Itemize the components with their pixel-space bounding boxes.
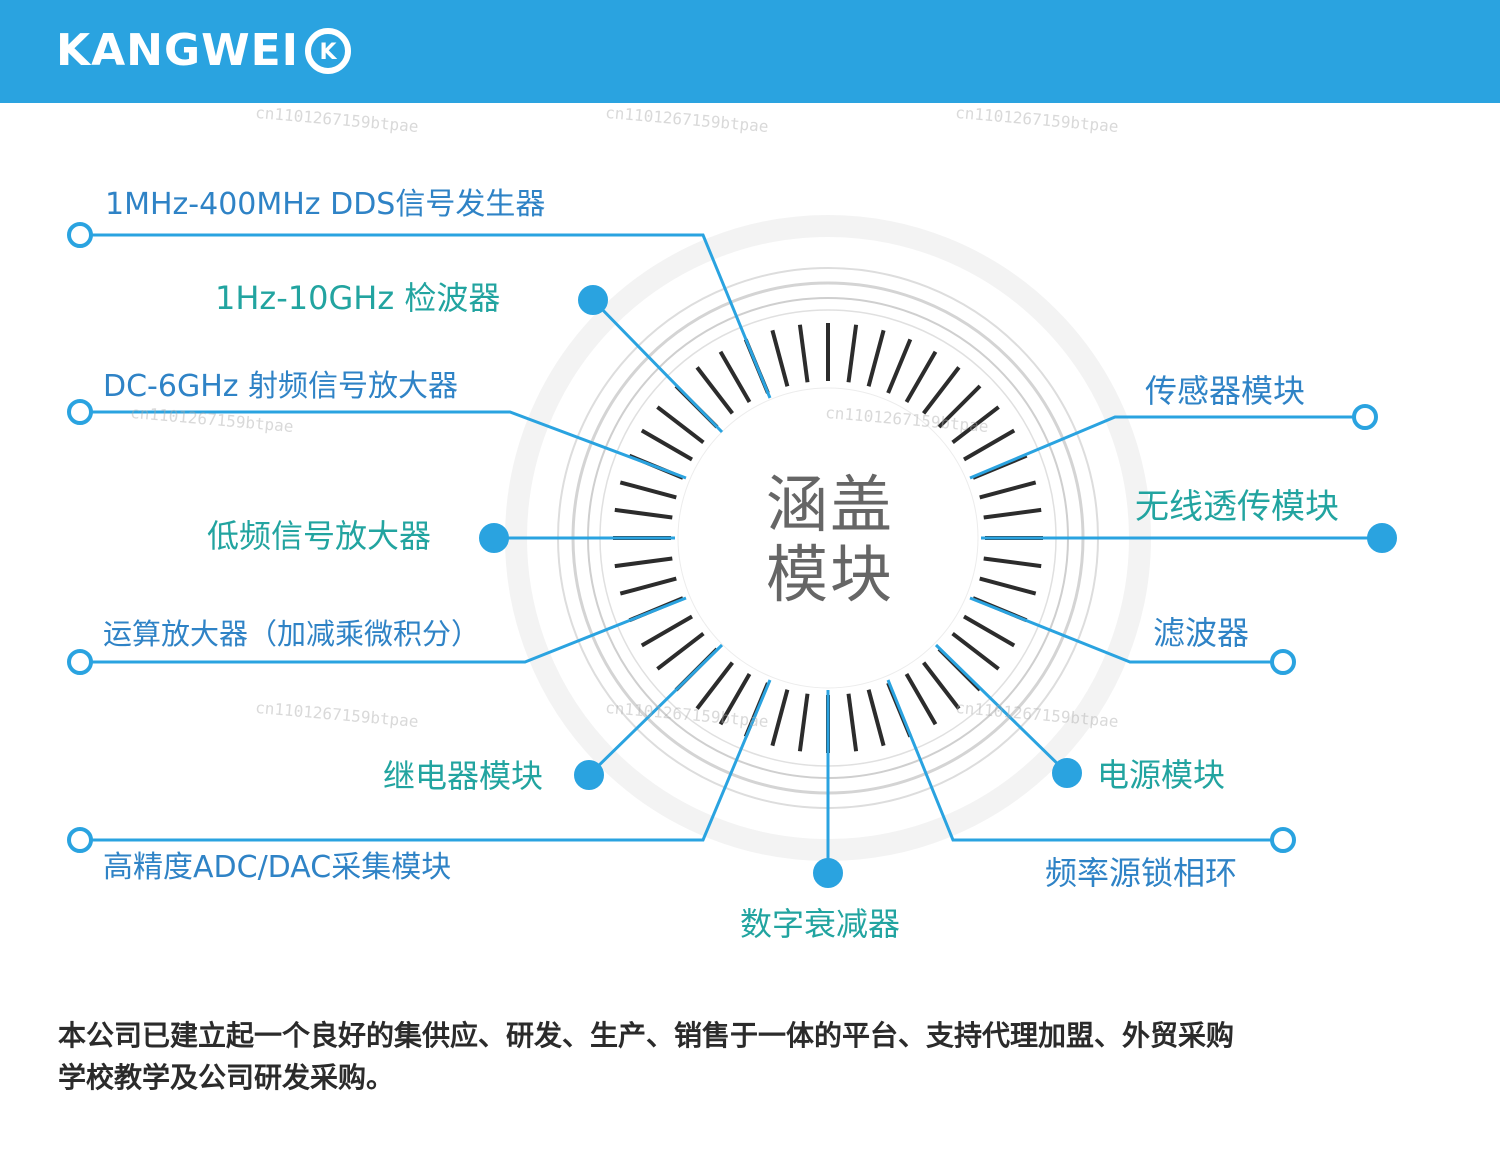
tick-mark <box>718 672 752 726</box>
tick-mark <box>614 507 673 520</box>
endpoint-lf-amp-dot <box>479 523 509 553</box>
endpoint-relay-dot <box>574 760 604 790</box>
label-lf-amp: 低频信号放大器 <box>207 517 432 555</box>
tick-mark <box>770 689 790 747</box>
module-diagram <box>67 215 1397 888</box>
endpoint-wireless-dot <box>1367 523 1397 553</box>
tick-mark <box>951 405 1000 444</box>
connector-filter <box>969 596 1283 664</box>
label-adc-dac: 高精度ADC/DAC采集模块 <box>103 850 452 885</box>
label-detector: 1Hz-10GHz 检波器 <box>215 279 501 317</box>
label-rf-amp: DC-6GHz 射频信号放大器 <box>103 369 459 404</box>
description-line2: 学校教学及公司研发采购。 <box>58 1061 395 1094</box>
label-dds: 1MHz-400MHz DDS信号发生器 <box>105 187 546 222</box>
label-relay: 继电器模块 <box>383 757 544 795</box>
label-opamp: 运算放大器（加减乘微积分） <box>103 617 481 651</box>
endpoint-opamp-ring <box>67 649 93 675</box>
tick-mark <box>718 350 752 404</box>
tick-mark <box>886 338 913 394</box>
tick-mark <box>922 366 961 415</box>
tick-mark <box>866 689 886 747</box>
tick-mark <box>656 405 705 444</box>
tick-mark <box>904 672 938 726</box>
tick-mark <box>614 556 673 569</box>
tick-mark <box>983 507 1042 520</box>
connector-adc-dac <box>80 679 772 842</box>
endpoint-adc-dac-ring <box>67 827 93 853</box>
tick-mark <box>866 329 886 387</box>
connector-rf-amp <box>80 410 687 480</box>
tick-mark <box>619 576 677 596</box>
tick-mark <box>695 661 734 710</box>
center-title-line1: 涵盖 <box>765 468 894 541</box>
tick-mark <box>619 480 677 500</box>
tick-mark <box>797 693 810 752</box>
endpoint-rf-amp-ring <box>67 399 93 425</box>
connector-endpoints <box>67 222 1397 888</box>
endpoint-filter-ring <box>1270 649 1296 675</box>
connector-opamp <box>80 596 687 664</box>
tick-mark <box>640 428 694 462</box>
connector-relay <box>587 643 724 777</box>
brand-logo: KANGWEI K <box>56 26 353 76</box>
center-title: 涵盖 模块 <box>760 470 900 610</box>
tick-mark <box>951 632 1000 671</box>
endpoint-pll-ring <box>1270 827 1296 853</box>
tick-mark <box>962 428 1016 462</box>
center-title-line2: 模块 <box>765 538 894 611</box>
connector-sensor <box>969 415 1365 480</box>
tick-mark <box>979 576 1037 596</box>
tick-mark <box>937 384 982 429</box>
tick-mark <box>797 324 810 383</box>
connector-dds <box>80 233 772 399</box>
svg-text:K: K <box>320 40 338 65</box>
label-pll: 频率源锁相环 <box>1045 854 1238 892</box>
label-filter: 滤波器 <box>1153 614 1250 652</box>
description-line1: 本公司已建立起一个良好的集供应、研发、生产、销售于一体的平台、支持代理加盟、外贸… <box>58 1019 1235 1052</box>
tick-mark <box>695 366 734 415</box>
connector-power <box>934 643 1069 775</box>
tick-mark <box>922 661 961 710</box>
tick-mark <box>640 614 694 648</box>
tick-mark <box>983 556 1042 569</box>
tick-mark <box>846 324 859 383</box>
tick-mark <box>979 480 1037 500</box>
tick-mark <box>846 693 859 752</box>
tick-mark <box>904 350 938 404</box>
label-power: 电源模块 <box>1097 756 1226 794</box>
endpoint-detector-dot <box>578 285 608 315</box>
brand-badge-icon: K <box>305 28 352 74</box>
header-bar: KANGWEI K <box>0 0 1500 103</box>
tick-mark <box>770 329 790 387</box>
connector-pll <box>886 679 1283 842</box>
connector-detector <box>591 298 724 434</box>
endpoint-dds-ring <box>67 222 93 248</box>
tick-mark <box>656 632 705 671</box>
endpoint-power-dot <box>1052 758 1082 788</box>
company-description: 本公司已建立起一个良好的集供应、研发、生产、销售于一体的平台、支持代理加盟、外贸… <box>58 1015 1458 1099</box>
label-attenuator: 数字衰减器 <box>740 905 901 943</box>
connector-lines <box>80 233 1382 873</box>
endpoint-attenuator-dot <box>813 858 843 888</box>
tick-mark <box>962 614 1016 648</box>
label-wireless: 无线透传模块 <box>1135 487 1339 527</box>
brand-name: KANGWEI <box>56 25 300 76</box>
endpoint-sensor-ring <box>1352 404 1378 430</box>
label-sensor: 传感器模块 <box>1145 372 1306 410</box>
